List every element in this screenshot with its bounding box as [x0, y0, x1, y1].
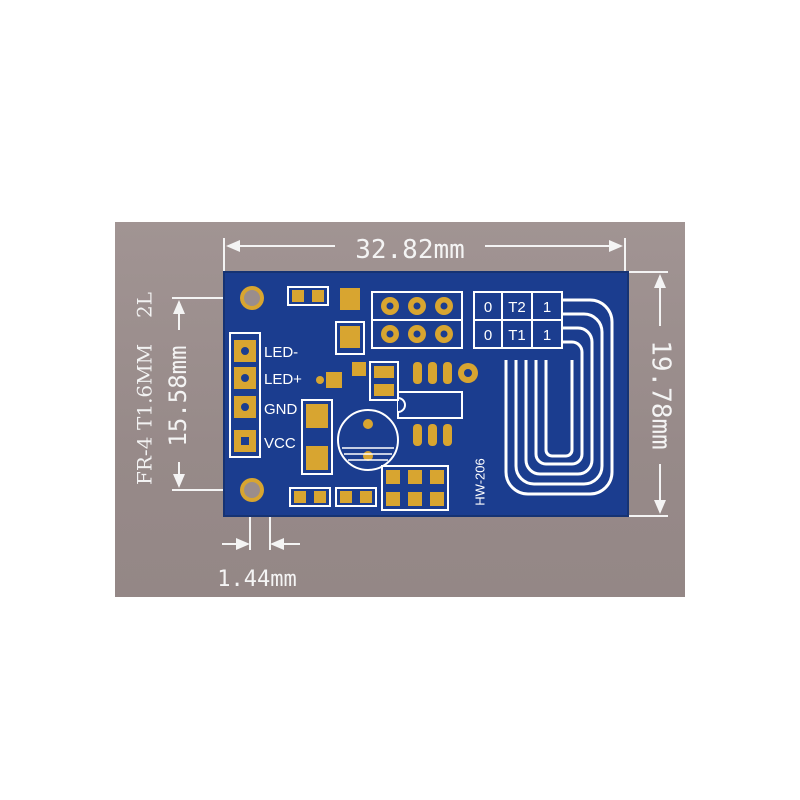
layers-label: 2L — [133, 292, 157, 318]
jumper-table: 0 T2 1 0 T1 1 — [473, 291, 563, 349]
touch-sensor-pad — [504, 298, 614, 496]
hole-spacing-label: 15.58mm — [164, 345, 192, 446]
pin-label-led-minus: LED- — [264, 344, 298, 361]
jumper-top-1: 1 — [543, 299, 551, 316]
jumper-bottom-0: 0 — [484, 327, 492, 344]
hole-offset-label: 1.44mm — [217, 567, 296, 592]
width-label: 32.82mm — [355, 235, 465, 265]
pin-label-gnd: GND — [264, 401, 298, 418]
ic-footprint — [397, 362, 478, 446]
height-dimension — [628, 271, 668, 517]
material-label: FR-4 — [133, 437, 157, 485]
header-outline — [229, 332, 261, 458]
jumper-top-0: 0 — [484, 299, 492, 316]
thickness-label: T1.6MM — [133, 344, 157, 430]
pcb-board: LED- LED+ GND VCC 0 T2 1 0 — [223, 271, 629, 517]
height-label: 19.78mm — [646, 340, 676, 450]
width-dimension — [223, 238, 626, 272]
jumper-top-t2: T2 — [508, 299, 526, 316]
board-spec: FR-4 T1.6MM 2L — [133, 292, 157, 485]
pin-label-led-plus: LED+ — [264, 371, 302, 388]
model-label: HW-206 — [472, 458, 487, 505]
pin-label-vcc: VCC — [264, 435, 296, 452]
jumper-bottom-1: 1 — [543, 327, 551, 344]
capacitor-outline — [337, 409, 399, 471]
jumper-bottom-t1: T1 — [508, 327, 526, 344]
